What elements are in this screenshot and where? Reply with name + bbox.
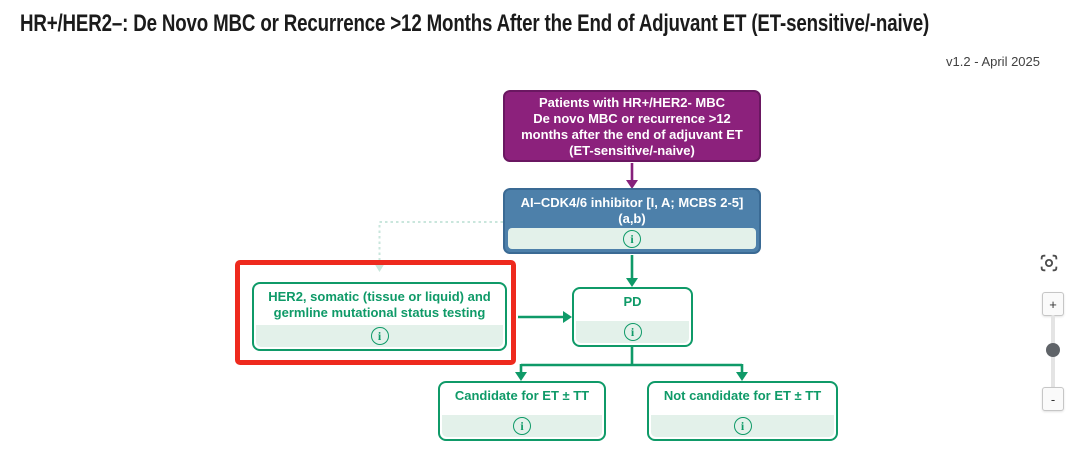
info-button[interactable]: i	[576, 321, 689, 343]
node-body: Not candidate for ET ± TT	[649, 383, 836, 404]
arrow-cdk-to-pd	[626, 255, 638, 287]
version-label: v1.2 - April 2025	[946, 54, 1040, 69]
node-text-line: (ET-sensitive/-naive)	[569, 143, 695, 158]
info-button[interactable]: i	[256, 325, 503, 347]
info-icon: i	[370, 327, 389, 345]
info-button[interactable]: i	[508, 228, 756, 249]
info-button[interactable]: i	[442, 415, 602, 437]
node-text-line: months after the end of adjuvant ET	[521, 127, 743, 142]
node-patients: Patients with HR+/HER2- MBC De novo MBC …	[503, 90, 761, 162]
node-text-line: PD	[623, 294, 642, 309]
arrow-patients-to-cdk	[626, 163, 638, 189]
info-button[interactable]: i	[651, 415, 834, 437]
node-ai-cdk46[interactable]: AI–CDK4/6 inhibitor [I, A; MCBS 2-5] (a,…	[503, 188, 761, 254]
node-not-candidate-et-tt[interactable]: Not candidate for ET ± TT i	[647, 381, 838, 441]
highlight-rectangle	[235, 260, 516, 365]
zoom-in-button[interactable]: +	[1042, 292, 1064, 316]
zoom-out-button[interactable]: -	[1042, 387, 1064, 411]
node-text-line: AI–CDK4/6 inhibitor [I, A; MCBS 2-5]	[520, 195, 744, 210]
node-text-line: De novo MBC or recurrence >12	[533, 111, 731, 126]
page-title: HR+/HER2–: De Novo MBC or Recurrence >12…	[20, 10, 930, 37]
node-text-line: germline mutational status testing	[273, 305, 486, 320]
arrow-pd-branch	[515, 347, 748, 381]
node-text-line: Not candidate for ET ± TT	[663, 388, 822, 403]
node-text-line: Candidate for ET ± TT	[454, 388, 590, 403]
node-body: HER2, somatic (tissue or liquid) and ger…	[254, 284, 505, 321]
node-text-line: Patients with HR+/HER2- MBC	[539, 95, 725, 110]
node-candidate-et-tt[interactable]: Candidate for ET ± TT i	[438, 381, 606, 441]
arrow-testing-to-pd	[518, 311, 572, 323]
node-body: PD	[574, 289, 691, 310]
info-icon: i	[733, 417, 752, 435]
fit-view-button[interactable]	[1037, 252, 1061, 276]
info-icon: i	[623, 229, 641, 248]
arrow-dotted-cdk-to-testing	[374, 221, 503, 272]
node-body: AI–CDK4/6 inhibitor [I, A; MCBS 2-5] (a,…	[505, 190, 759, 227]
node-mutation-testing[interactable]: HER2, somatic (tissue or liquid) and ger…	[252, 282, 507, 351]
node-text-line: (a,b)	[618, 211, 646, 226]
focus-icon	[1038, 254, 1060, 277]
node-body: Candidate for ET ± TT	[440, 383, 604, 404]
zoom-slider-handle[interactable]	[1046, 343, 1060, 357]
node-text-line: HER2, somatic (tissue or liquid) and	[268, 289, 491, 304]
node-pd[interactable]: PD i	[572, 287, 693, 347]
info-icon: i	[513, 417, 531, 435]
info-icon: i	[623, 323, 642, 341]
